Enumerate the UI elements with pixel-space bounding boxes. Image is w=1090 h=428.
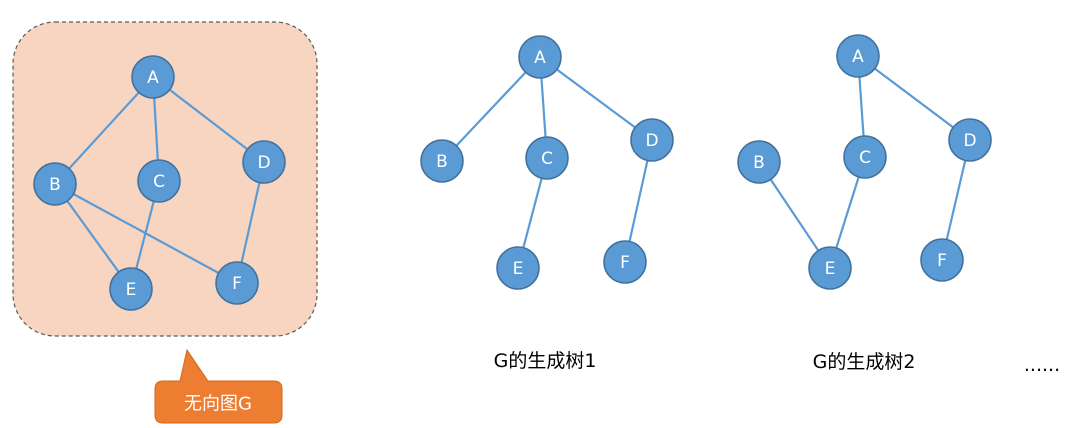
graph-g-callout: 无向图G bbox=[154, 348, 283, 424]
spanning-tree-2-edge-a-d bbox=[857, 55, 971, 141]
node-circle bbox=[33, 162, 77, 206]
node-circle bbox=[137, 159, 181, 203]
spanning-tree-1-edge-a-b bbox=[441, 56, 541, 162]
spanning-tree-2-node-c: C bbox=[843, 135, 887, 179]
node-circle bbox=[808, 246, 852, 290]
node-circle bbox=[496, 246, 540, 290]
node-label: A bbox=[852, 47, 864, 67]
graph-g-edge-a-d bbox=[152, 76, 265, 163]
node-circle bbox=[420, 139, 464, 183]
node-label: D bbox=[963, 131, 976, 151]
node-label: A bbox=[147, 68, 159, 88]
caption-more: ...... bbox=[1024, 354, 1060, 376]
callout-label: 无向图G bbox=[184, 394, 252, 415]
node-circle bbox=[948, 118, 992, 162]
node-circle bbox=[525, 136, 569, 180]
node-label: F bbox=[232, 274, 242, 294]
spanning-tree-1-node-f: F bbox=[603, 240, 647, 284]
graph-g-node-b: B bbox=[33, 162, 77, 206]
spanning-tree-2-node-a: A bbox=[836, 34, 880, 78]
node-label: E bbox=[825, 259, 836, 279]
node-label: C bbox=[541, 149, 553, 169]
spanning-tree-1-node-a: A bbox=[518, 35, 562, 79]
node-label: C bbox=[153, 172, 165, 192]
node-circle bbox=[131, 55, 175, 99]
graph-g-node-d: D bbox=[242, 140, 286, 184]
caption-tree-2: G的生成树2 bbox=[813, 351, 916, 373]
graph-g-edge-a-b bbox=[54, 76, 154, 185]
node-label: E bbox=[513, 259, 524, 279]
node-label: B bbox=[753, 153, 765, 173]
node-circle bbox=[109, 267, 153, 311]
caption-tree-1: G的生成树1 bbox=[494, 350, 597, 372]
node-circle bbox=[215, 261, 259, 305]
node-label: F bbox=[937, 251, 947, 271]
node-circle bbox=[518, 35, 562, 79]
spanning-tree-2-node-f: F bbox=[920, 238, 964, 282]
node-label: F bbox=[620, 253, 630, 273]
node-label: D bbox=[645, 131, 658, 151]
graph-g-node-a: A bbox=[131, 55, 175, 99]
spanning-tree-2: A B C D E F bbox=[737, 34, 992, 290]
callout-box bbox=[154, 348, 283, 424]
graph-g: A B C D E F bbox=[33, 55, 286, 311]
node-label: B bbox=[436, 152, 448, 172]
spanning-tree-1-edge-a-d bbox=[539, 56, 653, 141]
node-circle bbox=[836, 34, 880, 78]
spanning-tree-2-node-d: D bbox=[948, 118, 992, 162]
node-circle bbox=[630, 118, 674, 162]
spanning-tree-1-node-d: D bbox=[630, 118, 674, 162]
node-circle bbox=[920, 238, 964, 282]
node-label: C bbox=[859, 148, 871, 168]
spanning-tree-2-node-e: E bbox=[808, 246, 852, 290]
node-label: D bbox=[257, 153, 270, 173]
graph-g-node-f: F bbox=[215, 261, 259, 305]
node-circle bbox=[737, 140, 781, 184]
node-label: A bbox=[534, 48, 546, 68]
node-label: B bbox=[49, 175, 61, 195]
node-circle bbox=[242, 140, 286, 184]
node-label: E bbox=[126, 280, 137, 300]
node-circle bbox=[603, 240, 647, 284]
graph-g-node-c: C bbox=[137, 159, 181, 203]
spanning-tree-2-node-b: B bbox=[737, 140, 781, 184]
spanning-tree-1-node-b: B bbox=[420, 139, 464, 183]
node-circle bbox=[843, 135, 887, 179]
graph-g-node-e: E bbox=[109, 267, 153, 311]
spanning-tree-1-node-e: E bbox=[496, 246, 540, 290]
spanning-tree-1-node-c: C bbox=[525, 136, 569, 180]
spanning-tree-1: A B C D E F bbox=[420, 35, 674, 290]
